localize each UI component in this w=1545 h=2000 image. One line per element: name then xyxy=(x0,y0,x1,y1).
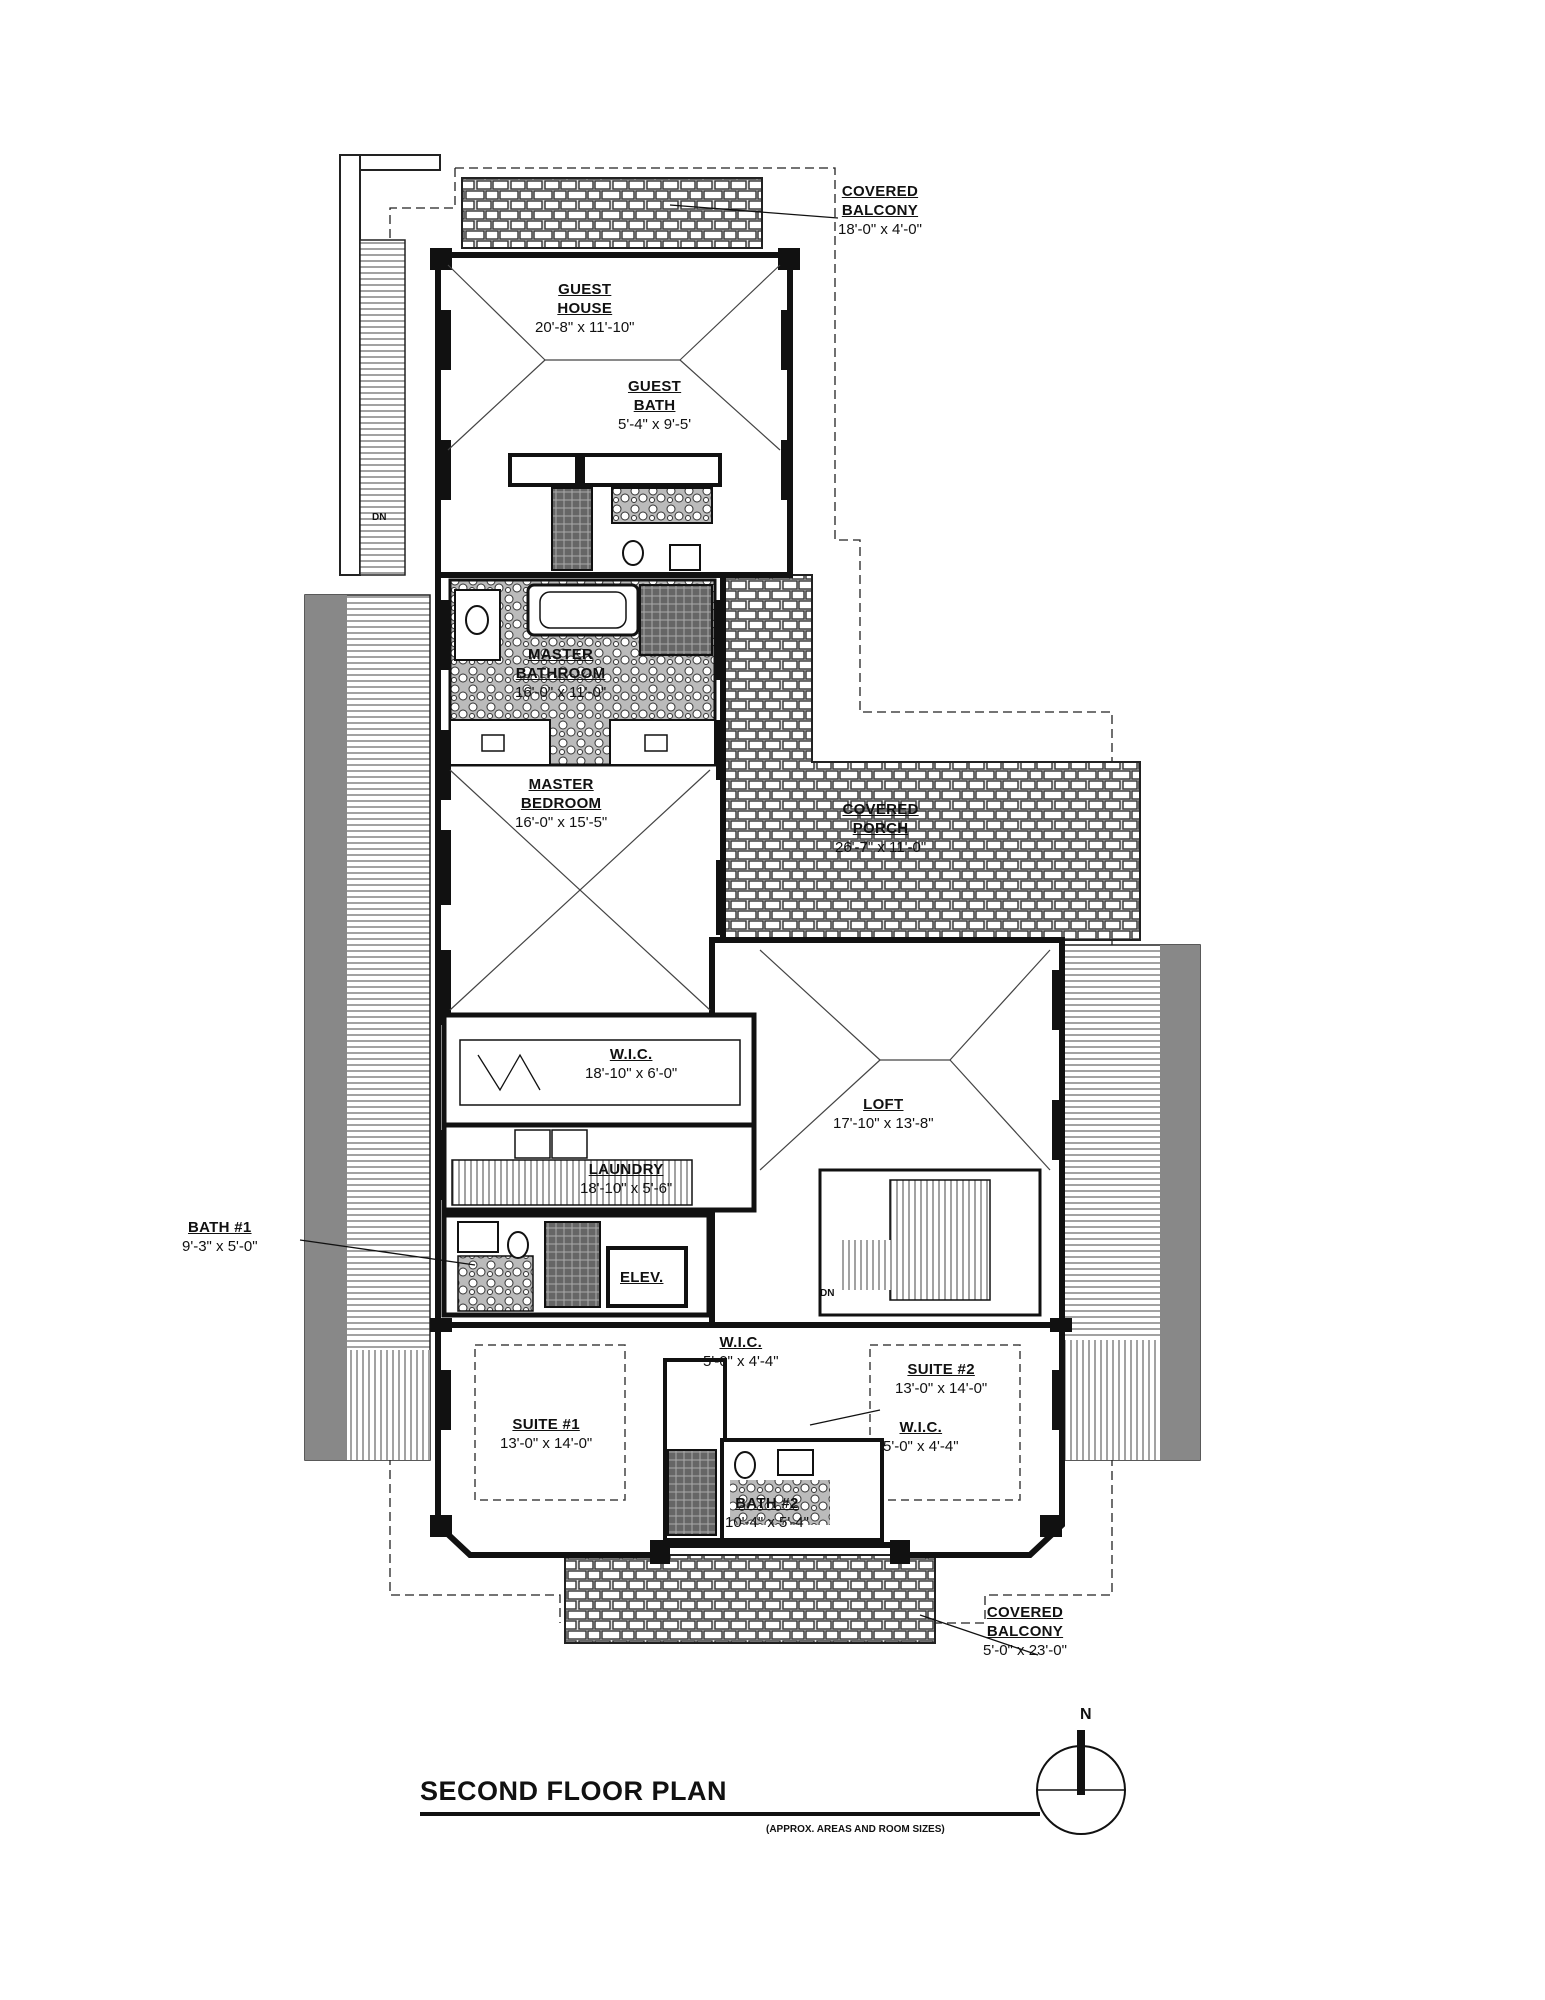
label-loft: LOFT 17'-10" x 13'-8" xyxy=(833,1096,934,1132)
exterior-stair xyxy=(339,154,441,576)
loft-ceiling-lines xyxy=(759,949,1051,1171)
title-underline xyxy=(420,1812,1040,1816)
label-master-bath: MASTER BATHROOM 16'-0" x 11'-0" xyxy=(515,646,607,701)
label-balcony-top: COVERED BALCONY 18'-0" x 4'-0" xyxy=(838,183,922,238)
porch-stone xyxy=(711,574,1141,941)
guest-ceiling-lines xyxy=(447,264,781,451)
north-arrow xyxy=(1036,1730,1126,1835)
bottom-balcony-stone xyxy=(564,1554,936,1644)
right-roof xyxy=(1059,944,1201,1461)
down-mark-stair: DN xyxy=(820,1288,835,1299)
master-wic xyxy=(441,1012,757,1128)
label-balcony-bottom: COVERED BALCONY 5'-0" x 23'-0" xyxy=(983,1604,1067,1659)
label-porch: COVERED PORCH 26'-7" x 11'-0" xyxy=(835,801,927,856)
plan-title: SECOND FLOOR PLAN xyxy=(420,1776,728,1806)
label-leaders xyxy=(299,204,1039,1656)
label-master-wic: W.I.C. 18'-10" x 6'-0" xyxy=(585,1046,678,1082)
label-elevator: ELEV. xyxy=(620,1269,664,1286)
guest-bath-fixtures xyxy=(508,453,722,571)
laundry-area xyxy=(441,1122,757,1213)
plan-note: (APPROX. AREAS AND ROOM SIZES) xyxy=(766,1824,945,1835)
top-balcony-stone xyxy=(461,177,763,249)
master-bath-fixtures xyxy=(448,578,717,767)
left-roof xyxy=(304,594,431,1461)
suite-rooms xyxy=(474,1344,1021,1542)
bath1-elev-area xyxy=(441,1212,712,1318)
wall-piers xyxy=(430,248,1072,1564)
label-laundry: LAUNDRY 18'-10" x 5'-6" xyxy=(580,1161,673,1197)
label-guest-house: GUEST HOUSE 20'-8" x 11'-10" xyxy=(535,281,635,336)
down-mark-top: DN xyxy=(372,512,387,523)
label-master-bedroom: MASTER BEDROOM 16'-0" x 15'-5" xyxy=(515,776,608,831)
label-suite2-wic: W.I.C. 5'-0" x 4'-4" xyxy=(883,1419,959,1455)
master-bedroom-ceiling-lines xyxy=(449,769,711,1011)
interior-stair xyxy=(818,1168,1042,1317)
label-center-wic: W.I.C. 5'-0" x 4'-4" xyxy=(703,1334,779,1370)
label-suite1: SUITE #1 13'-0" x 14'-0" xyxy=(500,1416,593,1452)
label-suite2: SUITE #2 13'-0" x 14'-0" xyxy=(895,1361,988,1397)
north-label: N xyxy=(1080,1706,1092,1723)
label-guest-bath: GUEST BATH 5'-4" x 9'-5' xyxy=(618,378,692,433)
label-bath1: BATH #1 9'-3" x 5'-0" xyxy=(182,1219,258,1255)
label-bath2: BATH #2 10'-4" x 5'-4" xyxy=(725,1495,809,1531)
